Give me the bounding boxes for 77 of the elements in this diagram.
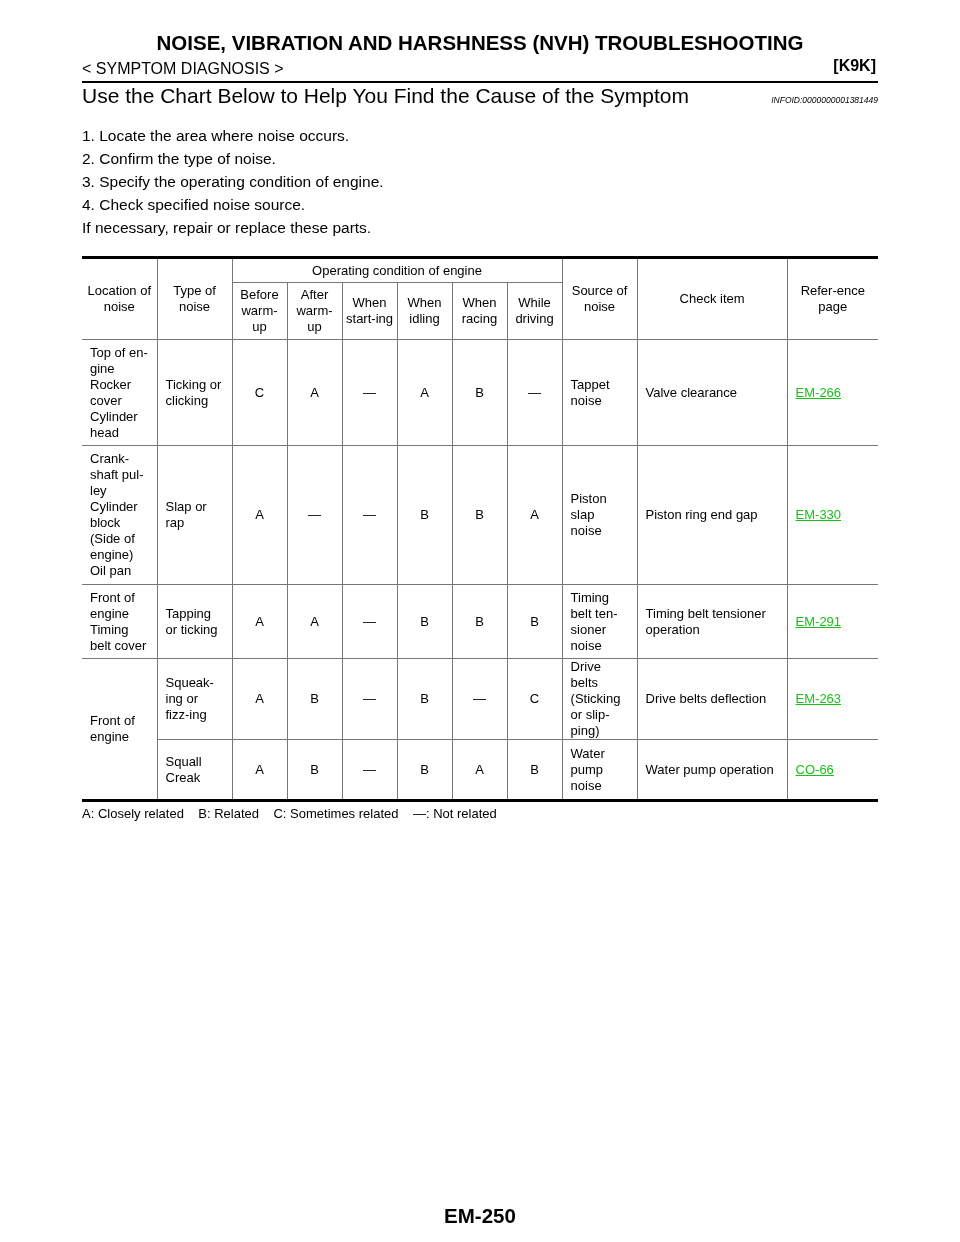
column-header: When racing: [452, 282, 507, 340]
rating-cell: —: [452, 658, 507, 740]
table-cell: Valve clearance: [637, 339, 788, 446]
rating-cell: B: [452, 445, 507, 585]
rating-cell: —: [507, 339, 563, 446]
rating-cell: A: [287, 339, 342, 446]
engine-code: [K9K]: [833, 57, 876, 75]
rating-cell: A: [232, 658, 287, 740]
reference-link: EM-266: [795, 384, 842, 400]
column-header: Before warm-up: [232, 282, 287, 340]
rating-cell: —: [342, 445, 397, 585]
rating-cell: A: [232, 584, 287, 659]
rating-cell: B: [397, 584, 452, 659]
column-header: Type of noise: [157, 257, 232, 340]
reference-link: EM-291: [795, 613, 842, 629]
table-cell: Drive belts deflection: [637, 658, 788, 740]
table-cell: Tappet noise: [562, 339, 638, 446]
rating-cell: C: [507, 658, 563, 740]
page-title: NOISE, VIBRATION AND HARSHNESS (NVH) TROUBLESHOOTING: [155, 31, 805, 55]
step-text: 1. Locate the area where noise occurs.: [82, 127, 350, 145]
table-cell: Timing belt ten-sioner noise: [562, 584, 638, 659]
rating-cell: B: [452, 584, 507, 659]
step-text: 4. Check specified noise source.: [82, 196, 306, 214]
rating-cell: B: [287, 739, 342, 801]
rating-cell: —: [342, 339, 397, 446]
column-header: After warm-up: [287, 282, 342, 340]
table-cell: Crank-shaft pul-ley Cylinder block (Side of engine) Oil pan: [82, 445, 157, 585]
column-header: Refer-ence page: [787, 257, 879, 340]
table-cell: Tapping or ticking: [157, 584, 232, 659]
rating-cell: —: [342, 658, 397, 740]
column-header: Operating condition of engine: [232, 257, 563, 283]
rating-cell: B: [397, 739, 452, 801]
column-header: Location of noise: [82, 257, 157, 340]
rating-cell: A: [232, 445, 287, 585]
table-cell: Front of engine Timing belt cover: [82, 584, 157, 659]
rating-cell: B: [452, 339, 507, 446]
info-id: INFOID:0000000001381449: [771, 95, 878, 105]
rating-cell: —: [287, 445, 342, 585]
rating-cell: B: [397, 658, 452, 740]
table-cell: Piston slap noise: [562, 445, 638, 585]
rating-cell: B: [397, 445, 452, 585]
table-cell: Ticking or clicking: [157, 339, 232, 446]
step-text: 3. Specify the operating condition of engine.: [82, 173, 384, 191]
rating-cell: A: [232, 739, 287, 801]
table-cell: Squeak-ing or fizz-ing: [157, 658, 232, 740]
column-header: Source of noise: [562, 257, 638, 340]
page-number: EM-250: [443, 1204, 517, 1228]
rating-cell: C: [232, 339, 287, 446]
table-cell: Top of en-gine Rocker cover Cylinder head: [82, 339, 157, 446]
rating-cell: A: [507, 445, 563, 585]
step-text: 2. Confirm the type of noise.: [82, 150, 276, 168]
table-cell: Water pump operation: [637, 739, 788, 801]
table-cell: Timing belt tensioner operation: [637, 584, 788, 659]
reference-link: EM-263: [795, 691, 842, 706]
column-header: When start-ing: [342, 282, 397, 340]
section-heading: Use the Chart Below to Help You Find the Cause of the Symptom: [82, 84, 689, 108]
rating-cell: B: [287, 658, 342, 740]
section-label: < SYMPTOM DIAGNOSIS >: [82, 60, 284, 78]
table-note: A: Closely related B: Related C: Sometimes related —: Not related: [82, 806, 497, 821]
table-cell: Piston ring end gap: [637, 445, 788, 585]
column-header: Check item: [637, 257, 788, 340]
table-cell: Squall Creak: [157, 739, 232, 801]
rating-cell: A: [452, 739, 507, 801]
rating-cell: A: [397, 339, 452, 446]
table-cell: Front of engine: [82, 658, 157, 801]
column-header: When idling: [397, 282, 452, 340]
rating-cell: —: [342, 584, 397, 659]
instruction-text: If necessary, repair or replace these parts.: [82, 219, 372, 237]
table-cell: Water pump noise: [562, 739, 638, 801]
rating-cell: A: [287, 584, 342, 659]
reference-link: CO-66: [795, 761, 834, 777]
rating-cell: B: [507, 739, 563, 801]
table-cell: Slap or rap: [157, 445, 232, 585]
rating-cell: B: [507, 584, 563, 659]
reference-link: EM-330: [795, 507, 842, 522]
table-cell: Drive belts (Sticking or slip-ping): [562, 658, 638, 740]
rating-cell: —: [342, 739, 397, 801]
